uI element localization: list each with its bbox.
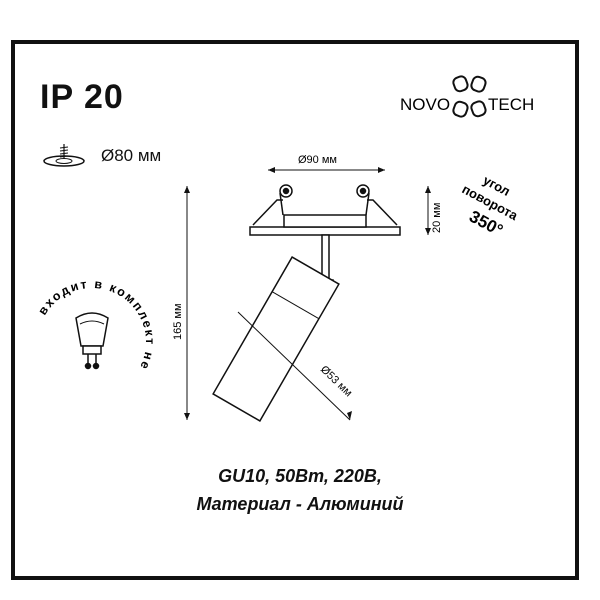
spec-material: Материал - Алюминий [196, 494, 404, 514]
ceiling-cutout-icon [43, 144, 85, 167]
recess-label: 20 мм [431, 203, 443, 233]
cutout-diameter-label: Ø80 мм [101, 146, 162, 165]
brand-logo: NOVO TECH [400, 75, 534, 118]
logo-text-right: TECH [488, 95, 534, 114]
spot-cylinder [212, 256, 340, 422]
ip-rating: IP 20 [40, 78, 124, 116]
recessed-housing [249, 184, 401, 236]
diameter-leader-line [237, 311, 351, 421]
rotation-label: угол поворота 350° [460, 172, 521, 240]
logo-text-left: NOVO [400, 95, 450, 114]
gu10-bulb-icon [75, 312, 109, 370]
spec-electrical: GU10, 50Вт, 220В, [218, 466, 382, 486]
width-label: Ø90 мм [298, 154, 337, 166]
height-label: 165 мм [172, 303, 184, 340]
logo-mark-icon [452, 75, 487, 118]
